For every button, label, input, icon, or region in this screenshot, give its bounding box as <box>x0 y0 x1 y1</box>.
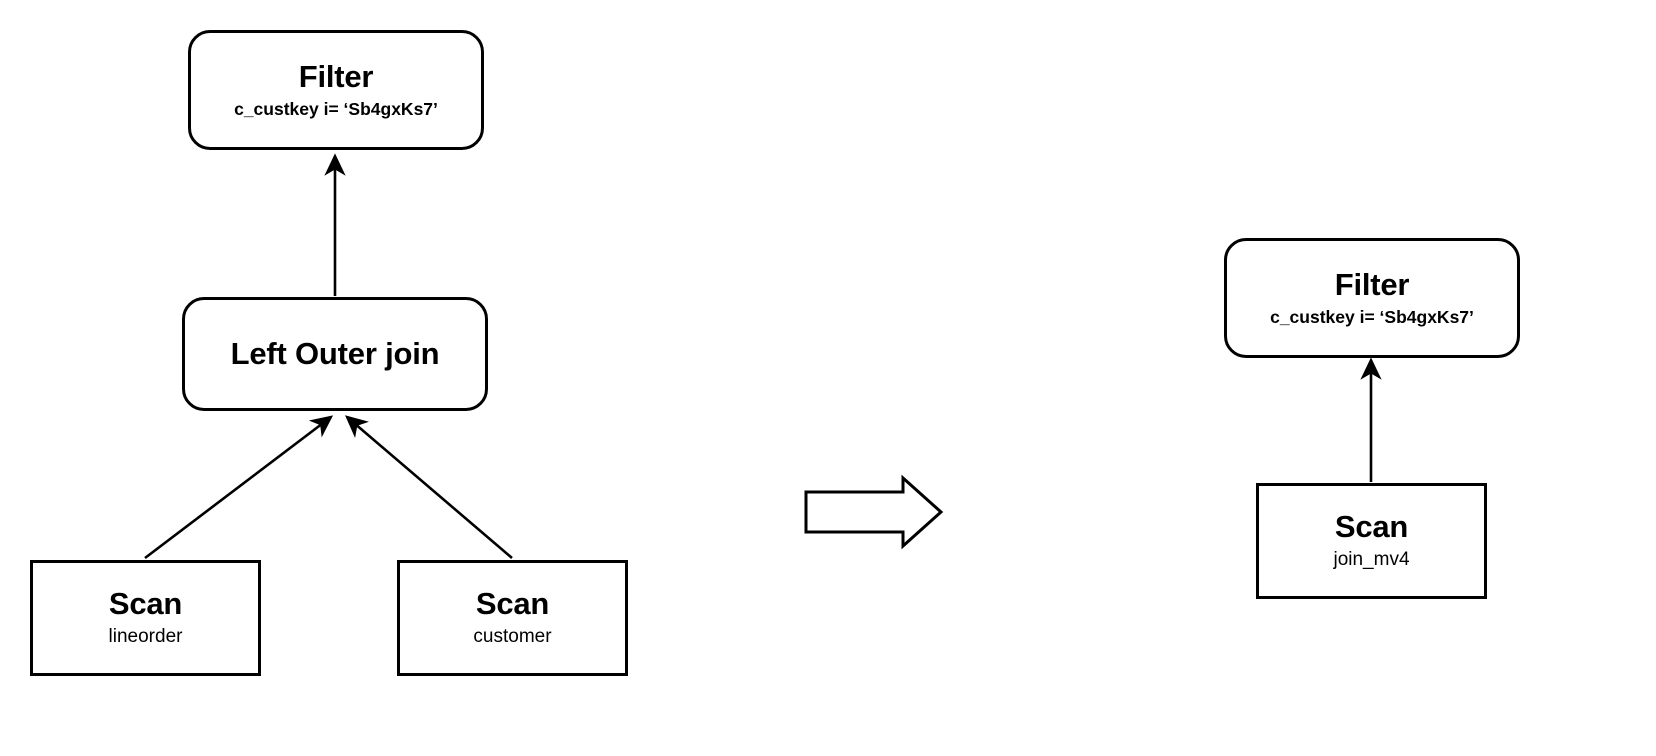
node-title: Scan <box>108 586 183 622</box>
node-scan-join-mv4[interactable]: Scan join_mv4 <box>1256 483 1487 599</box>
node-filter-right[interactable]: Filter c_custkey i= ‘Sb4gxKs7’ <box>1224 238 1520 358</box>
edge-customer-to-join <box>345 415 513 559</box>
edge-lineorder-to-join <box>144 415 334 560</box>
node-scan-customer[interactable]: Scan customer <box>397 560 628 676</box>
node-subtitle: c_custkey i= ‘Sb4gxKs7’ <box>1270 306 1474 327</box>
node-title: Left Outer join <box>230 335 440 371</box>
node-title: Scan <box>1334 509 1409 545</box>
node-title: Filter <box>1334 267 1410 303</box>
node-filter-left[interactable]: Filter c_custkey i= ‘Sb4gxKs7’ <box>188 30 484 150</box>
node-subtitle: customer <box>473 625 552 647</box>
node-left-outer-join[interactable]: Left Outer join <box>182 297 488 411</box>
node-subtitle: join_mv4 <box>1333 548 1410 570</box>
node-subtitle: lineorder <box>108 625 183 647</box>
node-title: Filter <box>298 59 374 95</box>
node-scan-lineorder[interactable]: Scan lineorder <box>30 560 261 676</box>
node-title: Scan <box>475 586 550 622</box>
block-arrow-right-icon <box>804 474 944 550</box>
node-subtitle: c_custkey i= ‘Sb4gxKs7’ <box>234 98 438 119</box>
